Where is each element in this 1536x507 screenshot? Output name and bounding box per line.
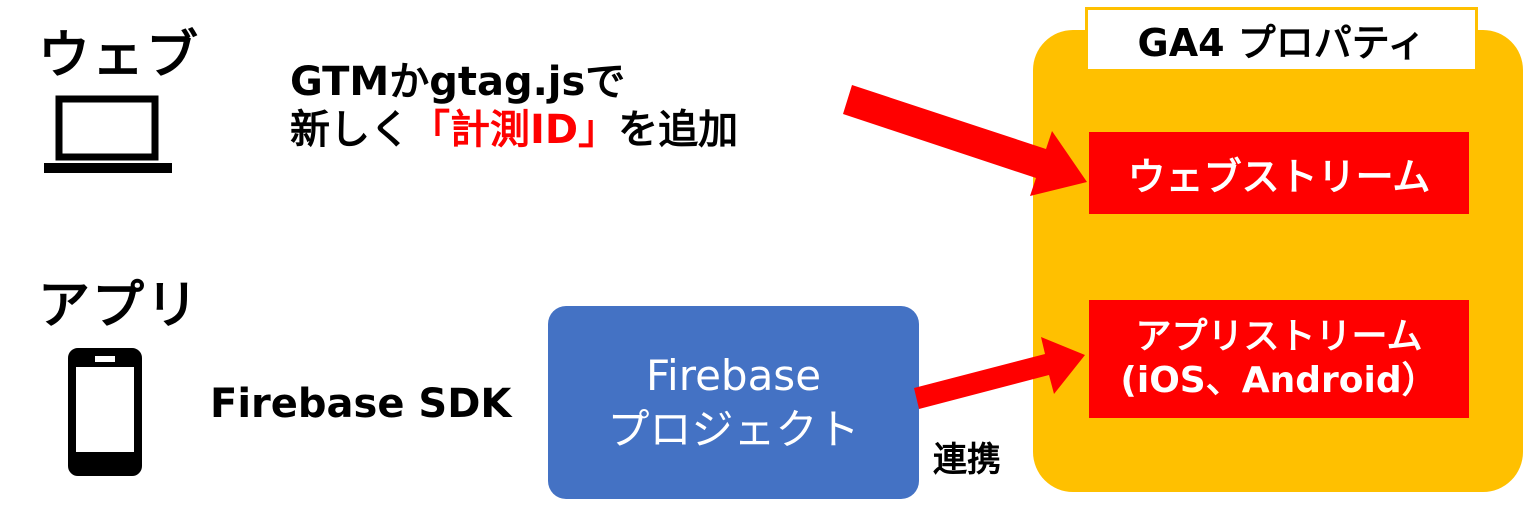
ga4-property-title: GA4 プロパティ: [1085, 7, 1478, 72]
app-label: アプリ: [38, 276, 201, 336]
firebase-project-box: Firebase プロジェクト: [548, 306, 919, 499]
app-stream-label: アプリストリーム: [1135, 316, 1423, 357]
web-instruction-suffix: を追加: [618, 107, 739, 153]
web-stream-label: ウェブストリーム: [1127, 154, 1431, 199]
app-stream-platforms: (iOS、Android）: [1120, 360, 1438, 401]
web-arrow: [843, 85, 1087, 196]
web-stream-box: ウェブストリーム: [1089, 132, 1469, 214]
web-instruction-line1: GTMかgtag.jsで: [290, 59, 626, 105]
web-label: ウェブ: [38, 26, 201, 86]
app-arrow: [914, 337, 1085, 409]
web-instruction-prefix: 新しく: [290, 107, 410, 153]
firebase-sdk-label: Firebase SDK: [210, 381, 512, 427]
firebase-box-title: Firebase: [645, 350, 822, 400]
web-instruction: GTMかgtag.jsで 新しく「計測ID」を追加: [290, 58, 738, 154]
app-stream-box: アプリストリーム (iOS、Android）: [1089, 300, 1469, 418]
smartphone-icon: [68, 348, 142, 476]
web-instruction-line2: 新しく「計測ID」を追加: [290, 106, 738, 154]
ga4-property-title-text: GA4 プロパティ: [1137, 21, 1426, 65]
measurement-id-highlight: 「計測ID」: [410, 107, 619, 153]
link-label: 連携: [933, 440, 1001, 480]
firebase-box-subtitle: プロジェクト: [607, 404, 860, 454]
laptop-icon: [44, 95, 172, 173]
